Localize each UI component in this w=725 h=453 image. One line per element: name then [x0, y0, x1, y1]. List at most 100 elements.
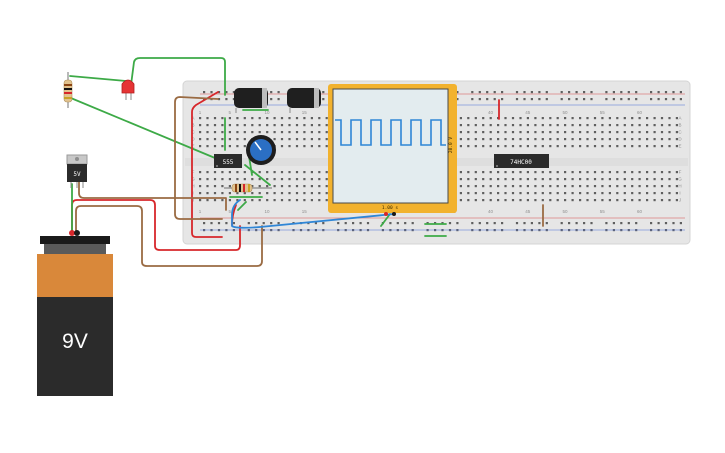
- breadboard-hole[interactable]: [295, 138, 299, 141]
- breadboard-hole[interactable]: [668, 131, 671, 134]
- breadboard-hole[interactable]: [482, 171, 485, 174]
- breadboard-hole[interactable]: [538, 91, 541, 94]
- breadboard-hole[interactable]: [523, 222, 526, 225]
- breadboard-hole[interactable]: [601, 138, 604, 141]
- breadboard-hole[interactable]: [325, 171, 328, 174]
- breadboard-hole[interactable]: [303, 178, 306, 181]
- breadboard-hole[interactable]: [251, 124, 254, 127]
- breadboard-hole[interactable]: [228, 138, 231, 141]
- breadboard-hole[interactable]: [295, 145, 299, 148]
- breadboard-hole[interactable]: [668, 199, 671, 202]
- breadboard-hole[interactable]: [523, 98, 526, 101]
- breadboard-hole[interactable]: [660, 138, 664, 141]
- breadboard-hole[interactable]: [579, 117, 582, 120]
- breadboard-hole[interactable]: [478, 222, 481, 225]
- breadboard-hole[interactable]: [228, 145, 231, 148]
- breadboard-hole[interactable]: [467, 131, 470, 134]
- breadboard-hole[interactable]: [549, 199, 552, 202]
- breadboard-hole[interactable]: [556, 199, 559, 202]
- breadboard-hole[interactable]: [266, 192, 269, 195]
- breadboard-hole[interactable]: [474, 185, 477, 188]
- wire-red-rail-link[interactable]: [191, 91, 223, 238]
- breadboard-hole[interactable]: [243, 171, 246, 174]
- breadboard-hole[interactable]: [631, 124, 634, 127]
- breadboard-hole[interactable]: [467, 138, 470, 141]
- breadboard-hole[interactable]: [586, 124, 589, 127]
- breadboard-hole[interactable]: [325, 192, 328, 195]
- breadboard-hole[interactable]: [538, 98, 541, 101]
- breadboard-hole[interactable]: [489, 117, 492, 120]
- breadboard-hole[interactable]: [579, 185, 582, 188]
- breadboard-hole[interactable]: [601, 178, 604, 181]
- breadboard-hole[interactable]: [660, 117, 664, 120]
- breadboard-hole[interactable]: [280, 145, 284, 148]
- breadboard-hole[interactable]: [266, 171, 269, 174]
- breadboard-hole[interactable]: [210, 222, 213, 225]
- breadboard-hole[interactable]: [675, 199, 678, 202]
- breadboard-hole[interactable]: [295, 131, 299, 134]
- breadboard-hole[interactable]: [411, 222, 414, 225]
- breadboard-hole[interactable]: [675, 171, 678, 174]
- breadboard-hole[interactable]: [199, 131, 202, 134]
- breadboard-hole[interactable]: [623, 185, 626, 188]
- breadboard-hole[interactable]: [583, 98, 586, 101]
- breadboard-hole[interactable]: [608, 124, 611, 127]
- breadboard-hole[interactable]: [653, 145, 656, 148]
- breadboard-hole[interactable]: [318, 171, 321, 174]
- breadboard-hole[interactable]: [474, 138, 477, 141]
- breadboard-hole[interactable]: [303, 131, 306, 134]
- breadboard-hole[interactable]: [310, 199, 313, 202]
- breadboard-hole[interactable]: [318, 124, 321, 127]
- breadboard-hole[interactable]: [601, 131, 604, 134]
- resistor-led[interactable]: [63, 72, 73, 108]
- breadboard-hole[interactable]: [236, 192, 239, 195]
- breadboard-hole[interactable]: [459, 117, 462, 120]
- breadboard-hole[interactable]: [571, 178, 574, 181]
- breadboard-hole[interactable]: [318, 185, 321, 188]
- breadboard-hole[interactable]: [303, 192, 306, 195]
- breadboard-hole[interactable]: [221, 171, 224, 174]
- breadboard-hole[interactable]: [199, 138, 202, 141]
- breadboard-hole[interactable]: [482, 131, 485, 134]
- breadboard-hole[interactable]: [310, 117, 313, 120]
- breadboard-hole[interactable]: [489, 192, 492, 195]
- breadboard-hole[interactable]: [288, 145, 291, 148]
- wire-battery-positive[interactable]: [71, 199, 241, 251]
- breadboard-hole[interactable]: [653, 199, 656, 202]
- breadboard-hole[interactable]: [679, 98, 682, 101]
- breadboard-hole[interactable]: [258, 185, 261, 188]
- breadboard-hole[interactable]: [675, 145, 678, 148]
- breadboard-hole[interactable]: [579, 199, 582, 202]
- breadboard-hole[interactable]: [310, 138, 313, 141]
- breadboard-hole[interactable]: [504, 192, 507, 195]
- breadboard-hole[interactable]: [511, 145, 515, 148]
- breadboard-hole[interactable]: [247, 222, 250, 225]
- battery-terminal-positive[interactable]: [69, 230, 75, 236]
- breadboard-hole[interactable]: [579, 138, 582, 141]
- breadboard-hole[interactable]: [199, 199, 202, 202]
- breadboard-hole[interactable]: [236, 199, 239, 202]
- wire-green-scope[interactable]: [380, 213, 391, 227]
- breadboard-hole[interactable]: [638, 138, 641, 141]
- breadboard-hole[interactable]: [635, 91, 638, 94]
- breadboard-hole[interactable]: [206, 185, 209, 188]
- breadboard-hole[interactable]: [273, 192, 276, 195]
- breadboard-hole[interactable]: [303, 124, 306, 127]
- breadboard-hole[interactable]: [638, 124, 641, 127]
- capacitor-1[interactable]: [234, 88, 268, 113]
- breadboard-hole[interactable]: [232, 91, 235, 94]
- breadboard-hole[interactable]: [471, 98, 474, 101]
- breadboard-hole[interactable]: [497, 199, 500, 202]
- breadboard-hole[interactable]: [653, 171, 656, 174]
- breadboard-hole[interactable]: [486, 222, 489, 225]
- breadboard-hole[interactable]: [586, 131, 589, 134]
- breadboard-hole[interactable]: [225, 98, 228, 101]
- breadboard-hole[interactable]: [266, 178, 269, 181]
- breadboard-hole[interactable]: [519, 138, 522, 141]
- breadboard-hole[interactable]: [564, 124, 567, 127]
- breadboard-hole[interactable]: [325, 117, 328, 120]
- breadboard-hole[interactable]: [675, 131, 678, 134]
- breadboard-hole[interactable]: [303, 185, 306, 188]
- breadboard-hole[interactable]: [623, 124, 626, 127]
- breadboard-hole[interactable]: [459, 131, 462, 134]
